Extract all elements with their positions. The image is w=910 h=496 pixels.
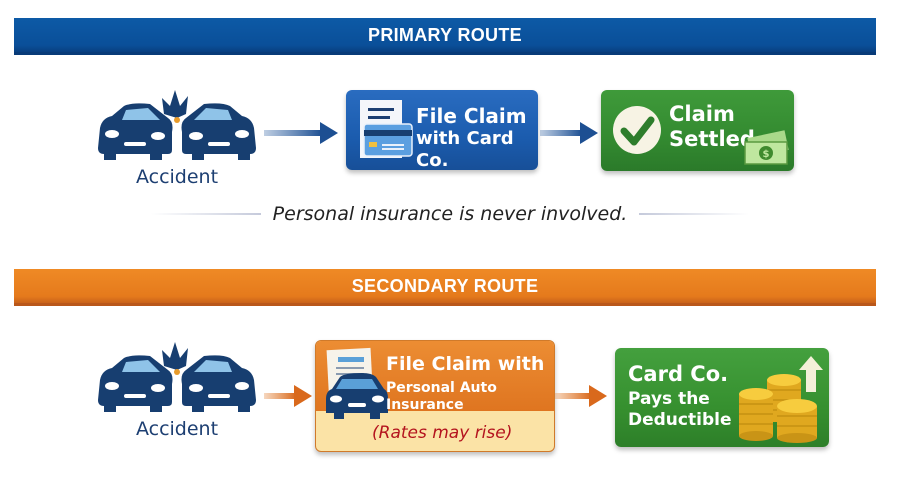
arrow-up-icon [799,356,823,392]
step-label-line2: Settled [669,127,755,152]
document-credit-card-icon [360,100,413,158]
secondary-route-banner: SECONDARY ROUTE [14,269,876,306]
divider-left [150,213,261,215]
file-claim-personal-insurance-step: File Claim with Personal Auto Insurance … [315,340,555,452]
footnote-text: Personal insurance is never involved. [272,203,628,225]
rates-warning-note: (Rates may rise) [372,423,513,443]
svg-text:$: $ [763,149,770,160]
car-crash-icon [98,90,256,160]
primary-footnote: Personal insurance is never involved. [130,200,770,228]
step-label-line1: File Claim [416,104,527,128]
step-label-line1: Card Co. [628,362,729,386]
cash-icon: $ [744,130,789,165]
divider-right [639,213,750,215]
secondary-accident-node: Accident [92,340,262,450]
step-label-line3: Deductible [628,409,732,430]
card-co-pays-deductible-step: Card Co. Pays the Deductible [615,348,829,447]
step-label-line2: Personal Auto Insurance [386,379,497,413]
accident-label: Accident [135,418,219,440]
arrow-right-icon [555,385,607,407]
primary-route-title: PRIMARY ROUTE [368,24,522,45]
document-car-icon [326,347,388,419]
step-label-line2: Pays the [628,389,710,410]
car-crash-icon [98,342,256,412]
claim-settled-step: Claim Settled $ [601,90,794,171]
arrow-right-icon [264,385,312,407]
step-label-line2: with Card Co. [416,128,514,170]
arrow-right-icon [264,122,338,144]
checkmark-icon [613,106,661,154]
secondary-route-title: SECONDARY ROUTE [351,275,539,296]
step-label-line1: Claim [669,102,735,126]
file-claim-card-co-step: File Claim with Card Co. [346,90,538,170]
accident-label: Accident [135,166,219,188]
coins-icon [739,356,823,443]
step-label-line1: File Claim with [386,353,545,375]
primary-accident-node: Accident [92,88,262,198]
primary-route-banner: PRIMARY ROUTE [14,18,876,55]
arrow-right-icon [540,122,598,144]
